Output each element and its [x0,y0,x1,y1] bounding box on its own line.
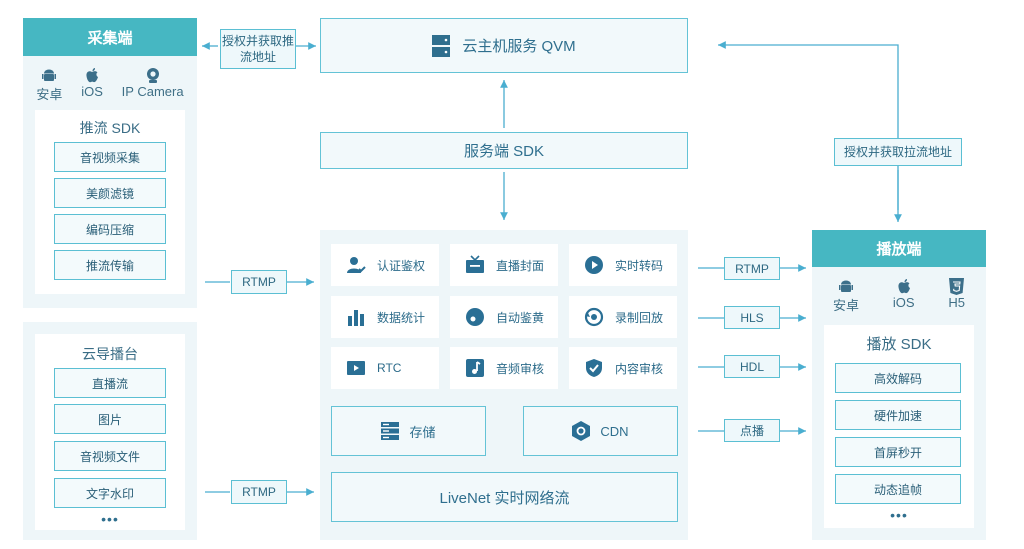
rtmp-in-tag: RTMP [231,270,287,294]
player-sdk-title: 播放 SDK [866,336,932,353]
device-label: 安卓 [36,87,63,102]
director-item: 图片 [54,404,166,434]
feature-label: 实时转码 [615,258,664,273]
circle-dot-icon [464,306,486,328]
device-label: iOS [892,295,915,310]
livenet-box: LiveNet 实时网络流 [331,472,678,522]
capture-title: 采集端 [23,18,197,56]
feature-transcode: 实时转码 [569,244,677,286]
feature-label: 自动鉴黄 [496,310,545,325]
feature-porn-detect: 自动鉴黄 [450,296,558,338]
replay-icon [583,306,605,328]
sdk-item: 高效解码 [835,363,961,393]
player-sdk-box: 播放 SDK 高效解码 硬件加速 首屏秒开 动态追帧 ••• [824,325,974,528]
director-box: 云导播台 直播流 图片 音视频文件 文字水印 ••• [35,334,185,530]
device-android: 安卓 [36,64,62,108]
apple-icon [81,64,103,84]
sdk-item: 美颜滤镜 [54,178,166,208]
server-icon [432,34,451,57]
qvm-box: 云主机服务 QVM [320,18,688,73]
feature-stats: 数据统计 [331,296,439,338]
cdn-box: CDN [523,406,678,456]
sdk-item: 音视频采集 [54,142,166,172]
qvm-label: 云主机服务 QVM [462,38,576,55]
device-label: 安卓 [832,298,859,313]
user-check-icon [345,254,367,276]
feature-rtc: RTC [331,347,439,389]
feature-replay: 录制回放 [569,296,677,338]
device-label: IP Camera [121,84,184,99]
storage-icon [381,422,400,440]
feature-label: 音频审核 [496,361,545,376]
protocol-tag-rtmp: RTMP [724,257,780,280]
device-android: 安卓 [833,275,859,319]
more-dots: ••• [101,511,119,527]
sdk-item: 推流传输 [54,250,166,280]
apple-icon [893,275,915,295]
feature-label: 直播封面 [496,258,545,273]
cdn-label: CDN [600,423,629,439]
auth-push-tag: 授权并获取推流地址 [220,29,296,69]
device-ios: iOS [893,275,915,319]
android-icon [36,64,62,84]
storage-box: 存储 [331,406,486,456]
player-title: 播放端 [812,230,986,267]
tv-icon [464,254,486,276]
camera-icon [122,64,184,84]
device-ios: iOS [81,64,103,108]
service-panel: 认证鉴权 直播封面 实时转码 数据统计 自动鉴黄 录制回放 RTC 音频审核 内… [320,230,688,540]
push-sdk-box: 推流 SDK 音视频采集 美颜滤镜 编码压缩 推流传输 [35,110,185,294]
director-item: 直播流 [54,368,166,398]
device-h5: H5 [948,275,965,319]
auth-pull-tag: 授权并获取拉流地址 [834,138,962,166]
bar-chart-icon [345,306,367,328]
sdk-item: 硬件加速 [835,400,961,430]
push-sdk-title: 推流 SDK [79,120,141,136]
protocol-tag-hdl: HDL [724,355,780,378]
video-icon [345,357,367,379]
director-panel: 云导播台 直播流 图片 音视频文件 文字水印 ••• [23,322,197,540]
director-title: 云导播台 [82,346,138,362]
cdn-icon [572,421,591,441]
feature-cover: 直播封面 [450,244,558,286]
feature-label: RTC [377,361,402,375]
sdk-item: 首屏秒开 [835,437,961,467]
director-item: 文字水印 [54,478,166,508]
feature-content-review: 内容审核 [569,347,677,389]
feature-label: 认证鉴权 [377,258,426,273]
music-icon [464,357,486,379]
android-icon [833,275,859,295]
feature-label: 数据统计 [377,310,426,325]
protocol-tag-hls: HLS [724,306,780,329]
storage-label: 存储 [409,424,436,440]
feature-label: 内容审核 [615,361,664,376]
feature-label: 录制回放 [615,310,664,325]
player-devices: 安卓 iOS H5 [812,267,986,319]
rtmp-in-tag: RTMP [231,480,287,504]
player-panel: 播放端 安卓 iOS H5 播放 SDK 高效解码 硬件加速 首屏秒开 动态追帧… [812,230,986,540]
sdk-item: 编码压缩 [54,214,166,244]
device-label: iOS [81,84,103,99]
shield-check-icon [583,357,605,379]
server-sdk-box: 服务端 SDK [320,132,688,169]
sdk-item: 动态追帧 [835,474,961,504]
html5-icon [948,275,965,295]
device-label: H5 [948,295,966,310]
capture-devices: 安卓 iOS IP Camera [23,56,197,108]
protocol-tag-vod: 点播 [724,419,780,442]
feature-audio-review: 音频审核 [450,347,558,389]
more-dots: ••• [890,507,908,523]
play-circle-icon [583,254,605,276]
feature-auth: 认证鉴权 [331,244,439,286]
director-item: 音视频文件 [54,441,166,471]
device-ipcamera: IP Camera [122,64,184,108]
capture-panel: 采集端 安卓 iOS IP Camera 推流 SDK 音视频采集 美颜滤镜 编… [23,18,197,308]
